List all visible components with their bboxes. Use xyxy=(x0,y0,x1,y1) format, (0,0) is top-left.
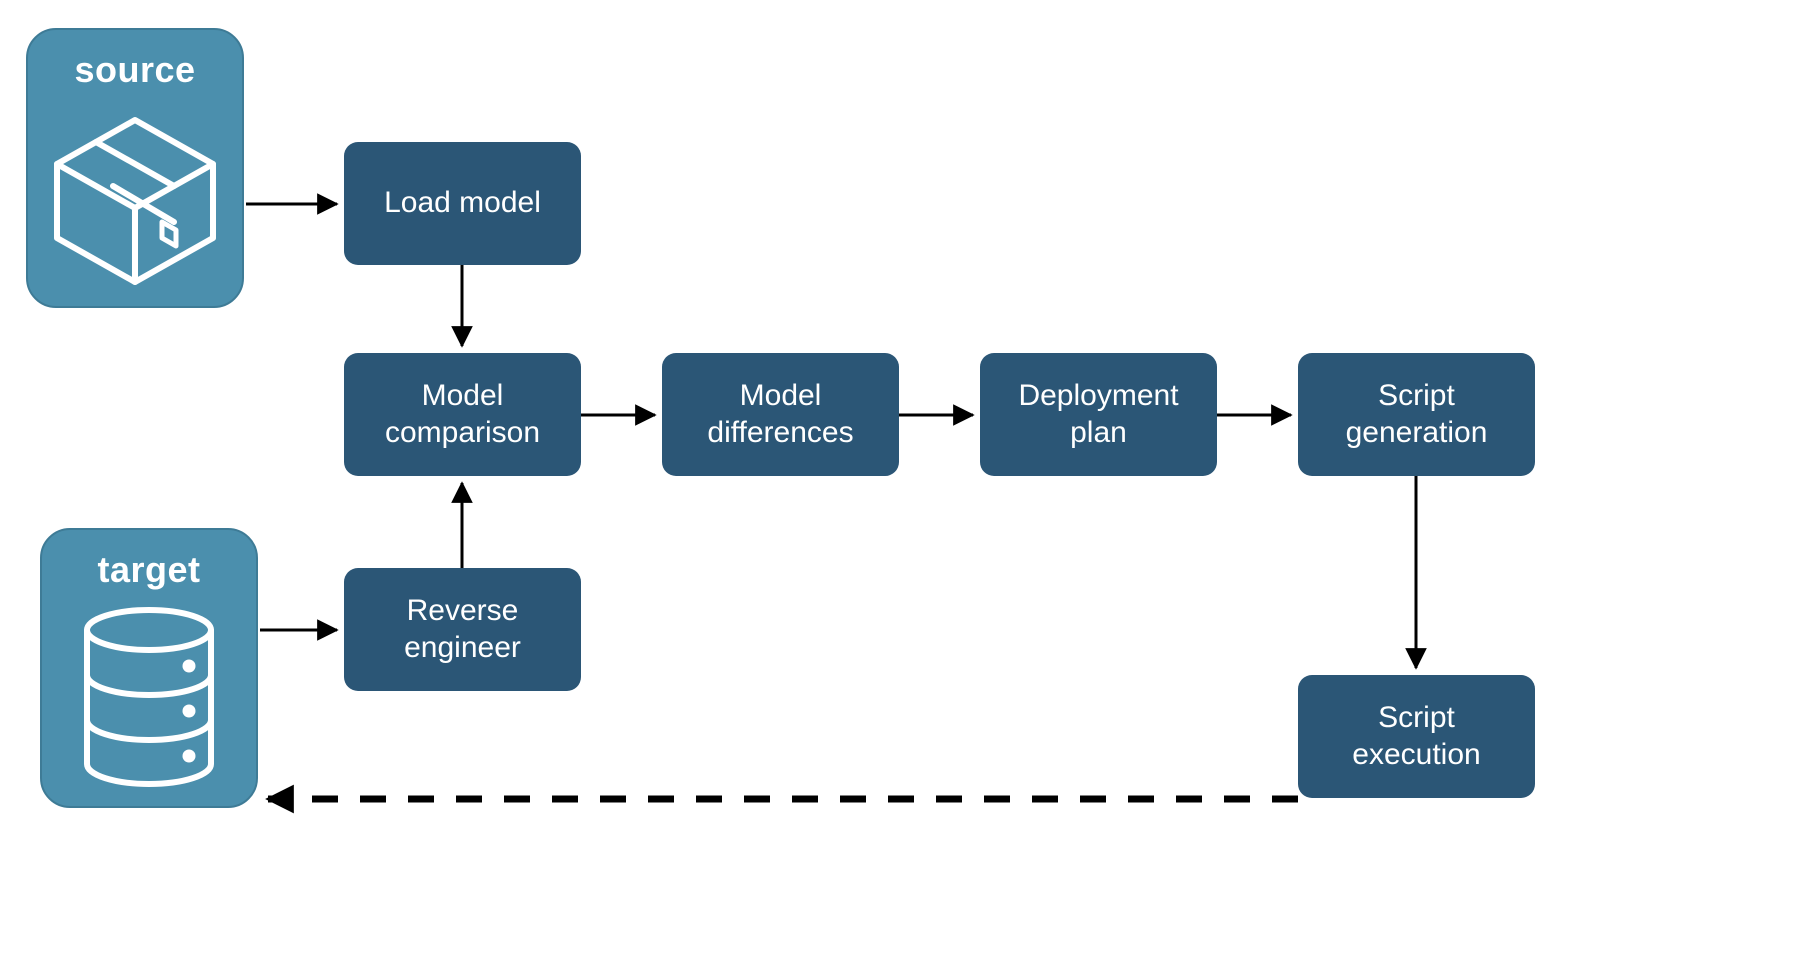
process-script-execution-line-1: execution xyxy=(1352,737,1481,771)
process-reverse-engineer-line-1: engineer xyxy=(404,630,521,664)
process-model-comparison-line-0: Model xyxy=(421,378,504,412)
endpoint-source[interactable]: source xyxy=(26,28,244,308)
process-script-execution-line-0: Script xyxy=(1378,700,1455,734)
process-script-generation[interactable]: Script generation xyxy=(1298,353,1535,476)
process-reverse-engineer-line-0: Reverse xyxy=(406,593,519,627)
process-load-model[interactable]: Load model xyxy=(344,142,581,265)
process-script-execution[interactable]: Script execution xyxy=(1298,675,1535,798)
endpoint-target-label: target xyxy=(97,549,201,590)
process-model-differences[interactable]: Model differences xyxy=(662,353,899,476)
process-model-comparison-line-1: comparison xyxy=(384,415,541,449)
process-model-differences-line-1: differences xyxy=(707,415,854,449)
package-box-icon xyxy=(28,88,242,306)
endpoint-target[interactable]: target xyxy=(40,528,258,808)
process-script-generation-line-1: generation xyxy=(1345,415,1488,449)
endpoint-source-label: source xyxy=(74,49,196,90)
database-cylinder-icon xyxy=(42,588,256,806)
process-model-differences-line-0: Model xyxy=(739,378,822,412)
process-model-comparison[interactable]: Model comparison xyxy=(344,353,581,476)
process-deployment-plan-line-1: plan xyxy=(1070,415,1127,449)
process-reverse-engineer[interactable]: Reverse engineer xyxy=(344,568,581,691)
process-deployment-plan[interactable]: Deployment plan xyxy=(980,353,1217,476)
process-deployment-plan-line-0: Deployment xyxy=(1018,378,1179,412)
process-load-model-line-0: Load model xyxy=(384,186,541,220)
process-script-generation-line-0: Script xyxy=(1378,378,1455,412)
